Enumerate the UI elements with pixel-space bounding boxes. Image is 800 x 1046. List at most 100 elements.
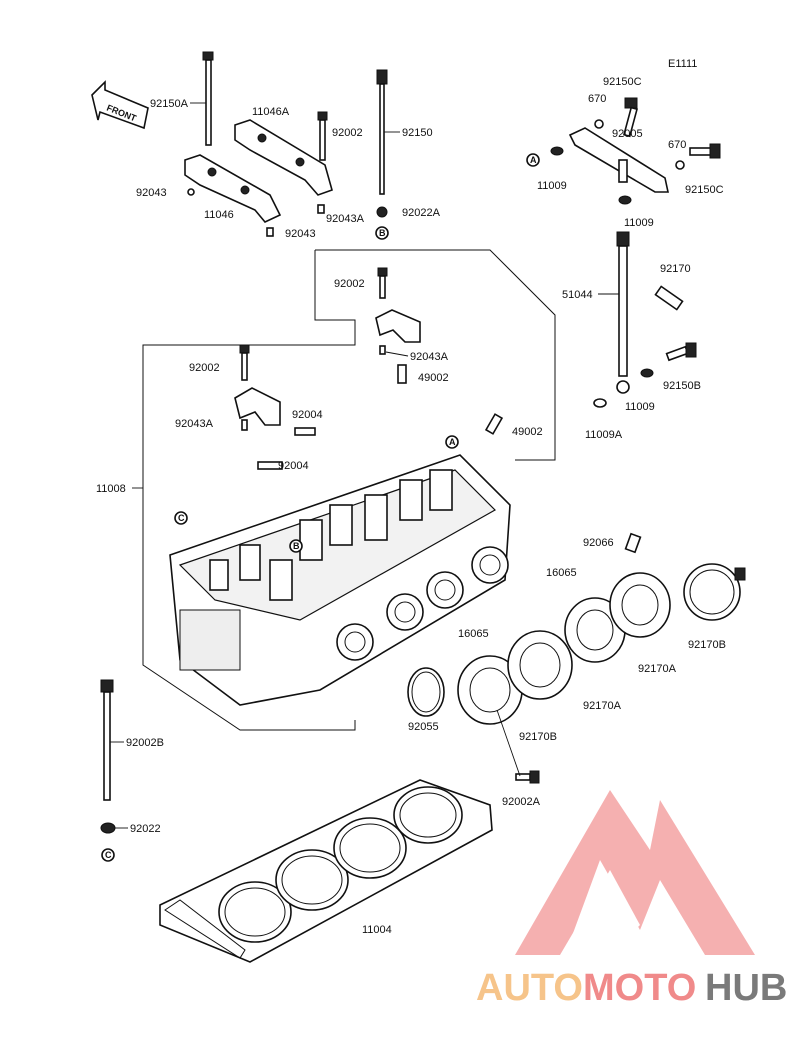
bolt-92002-mid (377, 267, 388, 299)
ref-mark-a-head-circle (445, 435, 459, 449)
watermark-hub: HUB (705, 967, 787, 1009)
label-11009-b: 11009 (624, 217, 654, 229)
gasket-11009-a (550, 146, 564, 156)
ref-mark-c-head: C (178, 513, 185, 523)
label-92004-b: 92004 (278, 460, 309, 472)
label-92150C-a: 92150C (603, 76, 642, 88)
label-16065-b: 16065 (458, 628, 489, 640)
label-92002-a: 92002 (332, 127, 363, 139)
label-11009-c: 11009 (625, 401, 655, 413)
automotohub-logo (515, 790, 755, 955)
cam-cap-left (234, 387, 281, 426)
label-49002-a: 49002 (418, 372, 449, 384)
ref-mark-c-head-circle (174, 511, 188, 525)
label-92150A: 92150A (150, 98, 189, 110)
washer-92022A (376, 206, 388, 218)
diagram-code: E1111 (668, 58, 697, 70)
stud-92150 (376, 69, 388, 195)
label-92170A-b: 92170A (583, 700, 622, 712)
dowel-92043 (187, 188, 195, 196)
label-92005: 92005 (612, 128, 643, 140)
label-11008: 11008 (96, 483, 126, 495)
label-92170B-a: 92170B (688, 639, 726, 651)
plug-92066 (624, 532, 642, 554)
watermark-auto: AUTO (476, 967, 583, 1009)
stud-92004-b (257, 461, 283, 470)
cam-cap-11046 (184, 154, 282, 223)
label-92043-b: 92043 (285, 228, 316, 240)
ref-mark-a-right-circle (526, 153, 540, 167)
label-16065-a: 16065 (546, 567, 577, 579)
label-92002B: 92002B (126, 737, 164, 749)
dowel-92043-b (266, 227, 274, 237)
watermark-moto: MOTO (583, 967, 696, 1009)
label-92043-a: 92043 (136, 187, 167, 199)
washer-670-a (594, 119, 604, 129)
plug-49002-b (484, 413, 504, 435)
dowel-92043A-left (241, 419, 248, 431)
washer-92022 (100, 822, 116, 834)
label-11046: 11046 (204, 209, 234, 221)
bolt-92002-left (239, 344, 250, 381)
label-92170B-b: 92170B (519, 731, 557, 743)
label-11004: 11004 (362, 924, 392, 936)
o-ring-92055 (407, 667, 445, 717)
ref-mark-b-top-circle (375, 226, 389, 240)
label-92022: 92022 (130, 823, 161, 835)
plug-92170 (654, 285, 684, 311)
automotohub-watermark: AUTO MOTO HUB (476, 967, 787, 1009)
label-670-b: 670 (668, 139, 686, 151)
ref-mark-c-bottom: C (105, 850, 112, 860)
oil-pipe-92005 (568, 127, 669, 193)
bolt-92002-top (317, 111, 328, 161)
intake-holder-16065-b (457, 630, 573, 725)
intake-holder-16065-a (564, 572, 671, 663)
gasket-11009-c (640, 368, 654, 378)
bolt-92150B (665, 342, 697, 362)
ref-mark-b-head: B (293, 541, 300, 551)
label-92150: 92150 (402, 127, 433, 139)
dowel-92043A-mid (379, 345, 386, 355)
label-11009A: 11009A (585, 429, 623, 441)
label-92004-a: 92004 (292, 409, 323, 421)
label-92002A: 92002A (502, 796, 541, 808)
cam-cap-11046A (234, 119, 333, 196)
washer-670-b (675, 160, 685, 170)
bolt-92150A (202, 51, 214, 146)
stud-92004-a (294, 427, 316, 436)
bolt-92002B (100, 679, 114, 801)
bolt-92150C-a (622, 97, 638, 138)
plug-49002-a (397, 364, 407, 384)
label-92150B: 92150B (663, 380, 701, 392)
label-92170: 92170 (660, 263, 691, 275)
label-11009-a: 11009 (537, 180, 567, 192)
oil-pipe-51044 (616, 231, 630, 394)
label-49002-b: 49002 (512, 426, 543, 438)
ref-mark-b-head-circle (289, 539, 303, 553)
label-92022A: 92022A (402, 207, 441, 219)
label-670-a: 670 (588, 93, 606, 105)
dowel-92043A (317, 204, 325, 214)
label-92066: 92066 (583, 537, 614, 549)
ref-mark-b-top: B (379, 228, 386, 238)
clamp-92170B-a (683, 563, 746, 621)
front-arrow: FRONT (91, 80, 149, 130)
ref-mark-a-head: A (449, 437, 456, 447)
head-gasket-11004 (159, 779, 493, 963)
ref-mark-a-right: A (530, 155, 537, 165)
label-92170A-a: 92170A (638, 663, 677, 675)
label-92055: 92055 (408, 721, 439, 733)
gasket-11009A (593, 398, 607, 408)
label-92150C-b: 92150C (685, 184, 724, 196)
label-92002-c: 92002 (189, 362, 220, 374)
gasket-11009-b (618, 195, 632, 205)
label-92043A-c: 92043A (175, 418, 214, 430)
label-51044: 51044 (562, 289, 593, 301)
label-92043A-a: 92043A (326, 213, 365, 225)
label-11046A: 11046A (252, 106, 290, 118)
label-92043A-b: 92043A (410, 351, 449, 363)
cam-cap-mid (375, 309, 421, 343)
label-92002-b: 92002 (334, 278, 365, 290)
bolt-92150C-b (689, 143, 721, 159)
